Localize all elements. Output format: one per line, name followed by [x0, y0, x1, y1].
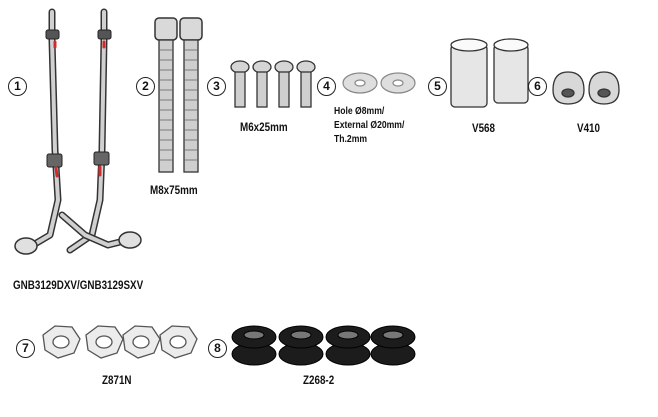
- item-number-badge: 2: [136, 77, 155, 96]
- part-code-label: M6x25mm: [240, 120, 288, 134]
- item-number-badge: 8: [208, 339, 227, 358]
- rubber-dampers-drawing: [231, 325, 416, 366]
- part-code-label: V568: [472, 121, 495, 135]
- long-bolts-drawing: [154, 17, 203, 173]
- part-code-label: Z871N: [102, 373, 132, 387]
- item-number-badge: 1: [8, 77, 27, 96]
- item-number-badge: 4: [317, 77, 336, 96]
- part-code-label: Z268-2: [303, 373, 335, 387]
- item-number-badge: 7: [16, 339, 35, 358]
- part-code-label: M8x75mm: [150, 183, 198, 197]
- washer-spec-label: Hole Ø8mm/ External Ø20mm/ Th.2mm: [334, 104, 424, 146]
- item-number-badge: 6: [528, 77, 547, 96]
- bracket-rods-drawing: [14, 8, 142, 255]
- washer-spec-line: External Ø20mm/: [334, 119, 405, 131]
- short-screws-drawing: [230, 60, 316, 108]
- item-number-badge: 3: [207, 77, 226, 96]
- washer-spec-line: Th.2mm: [334, 133, 368, 145]
- nuts-drawing: [42, 325, 198, 359]
- spacers-drawing: [450, 38, 529, 108]
- grommets-drawing: [552, 71, 620, 105]
- part-code-label: GNB3129DXV/GNB3129SXV: [13, 278, 144, 292]
- washers-drawing: [342, 72, 416, 94]
- item-number-badge: 5: [428, 77, 447, 96]
- washer-spec-line: Hole Ø8mm/: [334, 105, 385, 117]
- part-code-label: V410: [577, 121, 600, 135]
